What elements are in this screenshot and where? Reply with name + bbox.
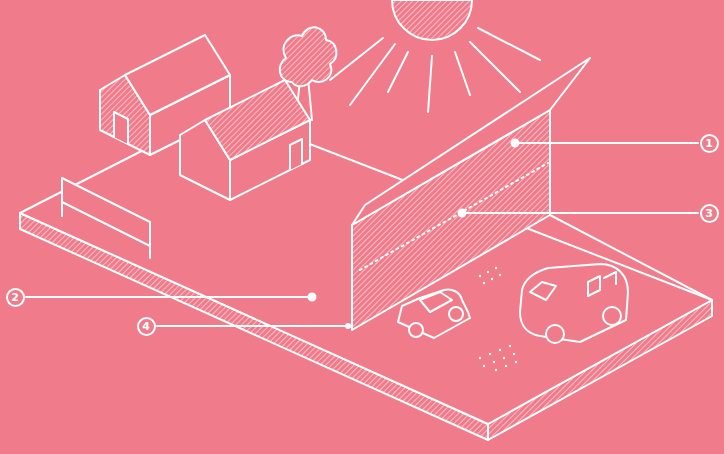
callout-circle: 1 (700, 134, 719, 153)
road-dots (479, 267, 517, 371)
fence (62, 178, 150, 258)
sun (330, 0, 540, 112)
callout-number: 1 (705, 138, 713, 149)
car (398, 289, 470, 338)
leader-lines (26, 140, 698, 329)
callout-circle: 3 (700, 204, 719, 223)
noise-barrier (352, 58, 712, 330)
van (520, 264, 628, 343)
ground-slab (20, 110, 712, 440)
callout-number: 3 (705, 208, 713, 219)
callout-number: 4 (142, 321, 150, 332)
callout-circle: 4 (137, 317, 156, 336)
callout-circle: 2 (6, 288, 25, 307)
callout-number: 2 (11, 292, 19, 303)
house (180, 80, 310, 200)
